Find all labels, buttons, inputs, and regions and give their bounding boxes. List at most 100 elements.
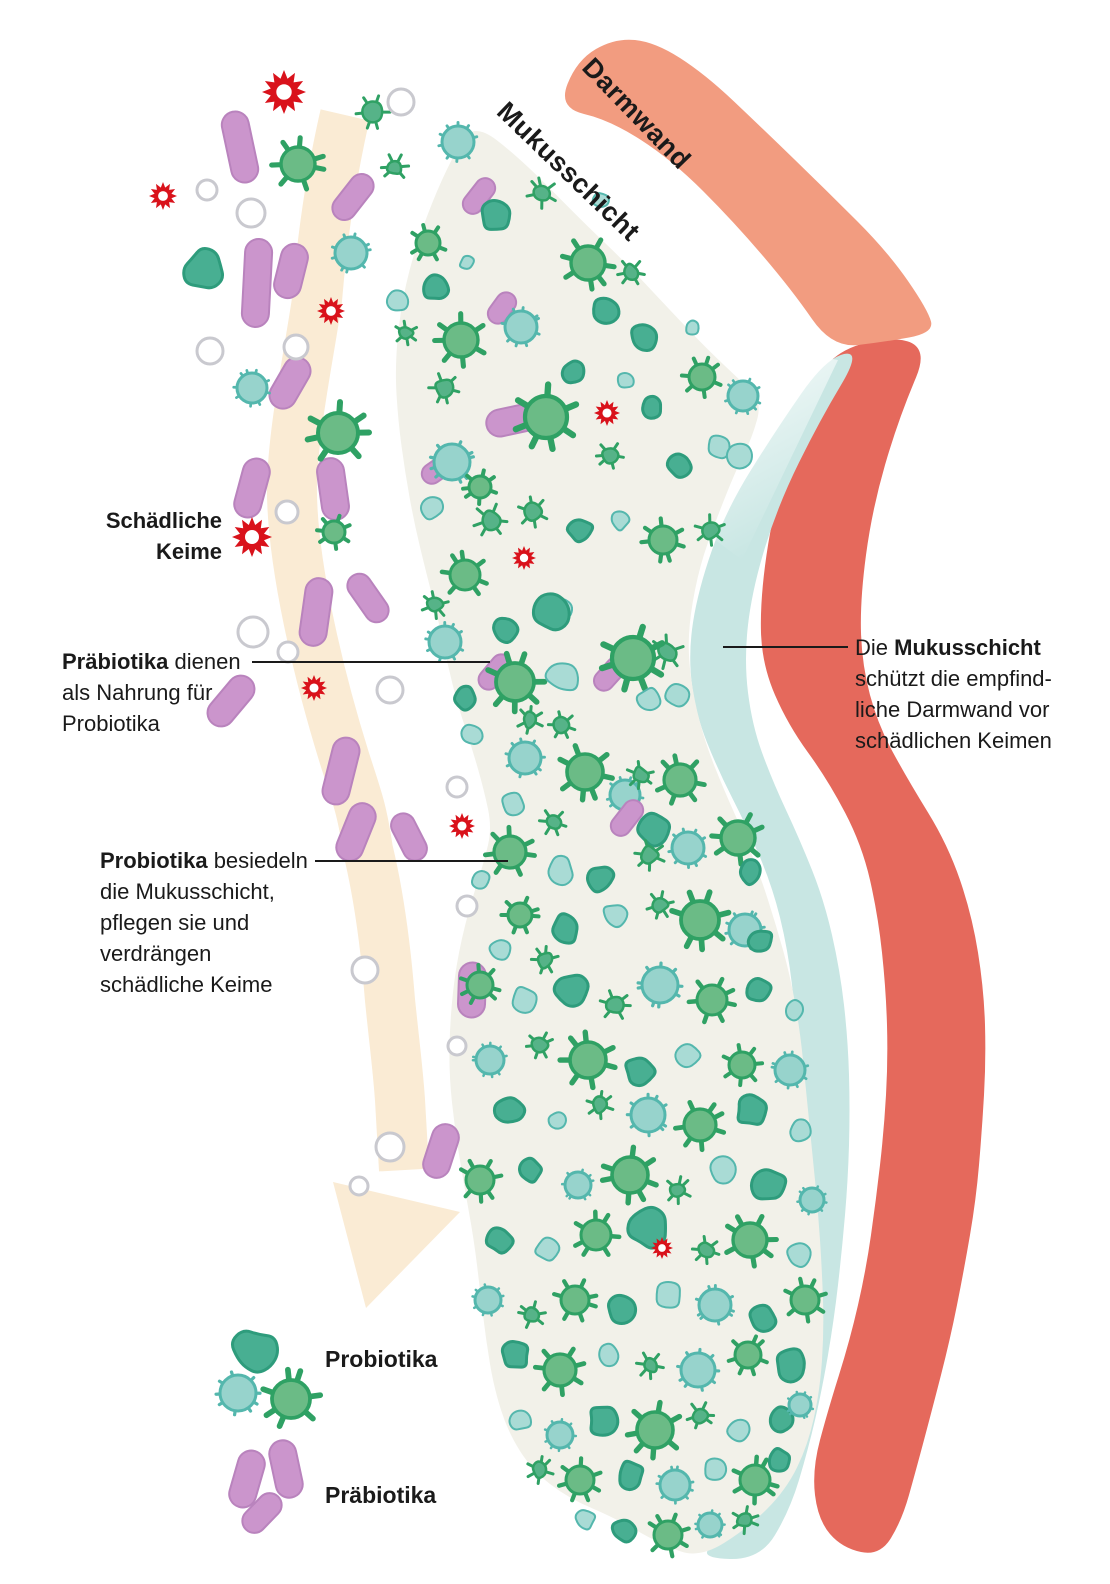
probiotic-icon [410,223,448,262]
probiotic-icon [552,1278,599,1323]
prebiotic-rod-icon [240,238,274,328]
bubble-icon [446,1035,468,1057]
mucus-note-line1: Die Mukusschicht [855,632,1052,663]
small-probiotic-icon [420,590,450,621]
probiotic-note-line4: verdrängen [100,941,212,966]
probiotic-icon [726,1334,769,1377]
harmful-germ-icon [232,517,272,557]
probiotic-note-line1: Probiotika besiedeln [100,845,308,876]
probiotic-blob-icon [745,976,773,1003]
harmful-germs-line1: Schädliche [105,508,222,533]
teal-blob-icon [610,510,631,532]
probiotic-blob-icon [630,323,659,353]
probiotic-blob-icon [484,1226,515,1255]
bubble-icon [276,640,300,664]
small-probiotic-icon [472,502,509,537]
darmwand-layer-band [760,339,986,1553]
probiotic-icon [458,1158,504,1204]
probiotic-teal-icon [796,1185,828,1216]
teal-blob-icon [385,289,410,312]
flow-arrow [266,109,429,1172]
small-probiotic-icon [546,710,577,739]
teal-blob-icon [786,1242,812,1268]
probiotic-blob-icon [565,518,595,544]
probiotic-teal-icon [786,1390,815,1419]
teal-blob-icon [458,254,475,270]
probiotic-icon [573,1209,622,1257]
teal-blob-icon [470,870,491,890]
small-probiotic-icon [585,1090,615,1121]
bubble-icon [282,333,310,361]
microbe-scatter [149,70,828,1559]
probiotic-icon [432,311,487,369]
probiotic-teal-icon [724,377,762,416]
teal-blob-icon [725,442,753,470]
probiotic-icon [439,549,489,597]
legend-probiotika-label: Probiotika [325,1346,438,1372]
teal-blob-icon [707,434,731,460]
prebiotic-rod-icon [422,1123,460,1179]
bubble-icon [386,87,416,117]
probiotic-blob-icon [738,858,762,887]
teal-blob-icon [664,682,691,708]
harmful-germ-icon [301,675,327,701]
probiotic-icon [731,1454,780,1506]
probiotic-teal-icon [676,1347,721,1392]
probiotic-icon [260,1366,324,1429]
probiotic-teal-icon [471,1283,505,1317]
teal-blob-icon [547,854,574,887]
mucus-note-bold: Mukusschicht [894,635,1041,660]
small-probiotic-icon [685,1401,716,1430]
prebiotic-rod-icon [331,172,375,222]
small-probiotic-icon [616,259,646,286]
teal-blob-icon [726,1418,751,1443]
probiotic-blob-icon [453,684,477,712]
leader-lines [252,646,848,862]
mucus-note-pre: Die [855,635,895,660]
teal-blob-icon [602,904,629,929]
probiotic-note-tail: besiedeln [207,848,308,873]
probiotic-icon [458,962,502,1005]
mucus-region [395,131,824,1554]
small-probiotic-icon [645,890,675,920]
small-probiotic-icon [690,1235,721,1266]
probiotic-teal-icon [232,368,271,408]
small-probiotic-icon [525,176,557,210]
probiotic-icon [721,1043,765,1088]
probiotic-blob-icon [230,1329,279,1374]
harmful-germ-icon [651,1237,673,1259]
prebiotic-rod-icon [335,802,377,862]
prebiotic-rod-icon [228,1449,266,1509]
harmful-germ-icon [594,400,620,426]
probiotic-icon [709,812,765,867]
probiotic-blob-icon [624,1056,657,1088]
prebiotic-rod-icon [233,457,271,519]
prebiotic-rod-icon [268,1439,304,1499]
probiotic-icon [485,650,548,715]
teal-blob-icon [534,1236,561,1262]
harmful-germs-line2: Keime [155,539,222,564]
harmful-germ-icon [512,546,536,570]
mucus-note-line3: liche Darmwand vor [855,697,1050,722]
teal-blob-icon [704,1457,728,1481]
bubble-icon [350,955,380,985]
teal-blob-icon [488,939,512,961]
probiotic-icon [315,513,352,551]
probiotic-icon [461,468,499,507]
probiotic-blob-icon [607,1293,638,1325]
probiotic-icon [304,399,372,462]
probiotic-teal-icon [471,1041,508,1079]
prebiotic-rod-icon [609,799,645,837]
prebiotic-note-line2: als Nahrung für [62,680,213,705]
probiotic-icon [599,1144,659,1206]
legend-praebiotika-label: Präbiotika [325,1482,437,1508]
probiotic-icon [482,824,537,877]
probiotic-teal-icon [424,621,465,663]
bubble-icon [455,894,479,918]
small-probiotic-icon [635,1351,665,1381]
prebiotic-rod-icon [241,1492,283,1534]
probiotic-icon [679,355,723,399]
probiotic-blob-icon [665,452,693,479]
small-probiotic-icon [666,1175,692,1206]
